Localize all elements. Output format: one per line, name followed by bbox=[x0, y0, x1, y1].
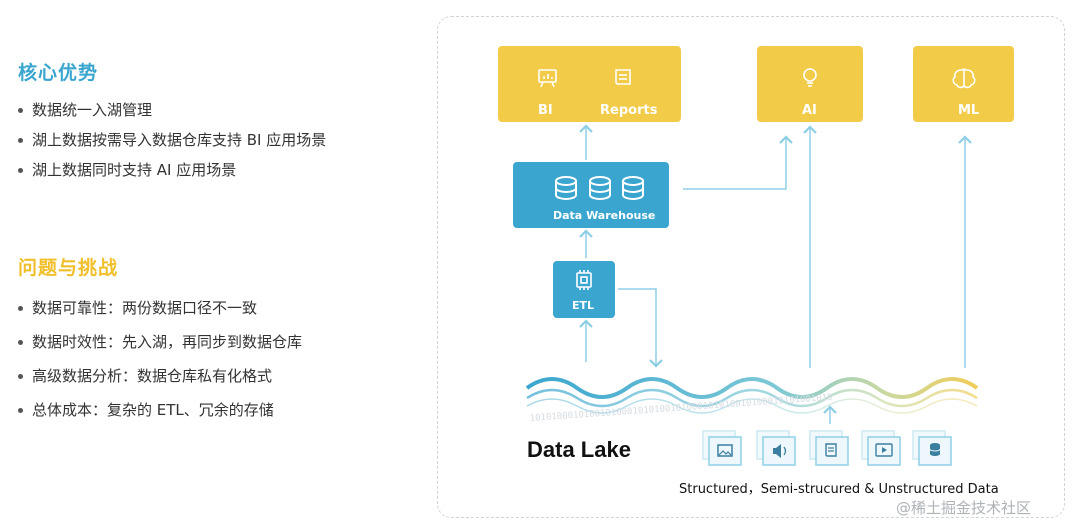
document-file-icon bbox=[809, 430, 849, 466]
reports-label: Reports bbox=[600, 103, 658, 118]
data-lake-label: Data Lake bbox=[527, 437, 631, 462]
watermark: @稀土掘金技术社区 bbox=[896, 499, 1032, 517]
bi-reports-box bbox=[498, 46, 681, 122]
audio-file-icon bbox=[756, 430, 796, 466]
ai-label: AI bbox=[802, 103, 817, 118]
database-file-icon bbox=[912, 430, 952, 466]
challenges-title: 问题与挑战 bbox=[18, 257, 119, 279]
advantages-title: 核心优势 bbox=[18, 62, 99, 84]
advantages-list: 数据统一入湖管理 湖上数据按需导入数据仓库支持 BI 应用场景 湖上数据同时支持… bbox=[16, 99, 326, 189]
architecture-panel bbox=[437, 16, 1065, 518]
list-item: 总体成本：复杂的 ETL、冗余的存储 bbox=[16, 399, 302, 433]
image-file-icon bbox=[702, 430, 742, 466]
brain-icon bbox=[952, 68, 976, 89]
chip-icon bbox=[576, 270, 592, 290]
warehouse-label: Data Warehouse bbox=[553, 209, 656, 222]
chart-board-icon bbox=[538, 69, 557, 88]
list-item: 湖上数据同时支持 AI 应用场景 bbox=[16, 159, 326, 189]
file-types-label: Structured，Semi-strucured & Unstructured… bbox=[679, 482, 999, 497]
flow-arrows bbox=[579, 124, 972, 424]
lightbulb-icon bbox=[803, 68, 817, 87]
video-file-icon bbox=[861, 430, 901, 466]
list-item: 数据可靠性：两份数据口径不一致 bbox=[16, 297, 302, 331]
file-type-icons bbox=[702, 430, 952, 466]
ai-box bbox=[757, 46, 863, 122]
ml-label: ML bbox=[958, 103, 980, 118]
list-item: 数据时效性：先入湖，再同步到数据仓库 bbox=[16, 331, 302, 365]
bi-label: BI bbox=[538, 103, 553, 118]
list-item: 数据统一入湖管理 bbox=[16, 99, 326, 129]
etl-label: ETL bbox=[572, 299, 595, 312]
data-lake-waves bbox=[525, 377, 979, 414]
database-icon bbox=[555, 176, 644, 200]
list-item: 高级数据分析：数据仓库私有化格式 bbox=[16, 365, 302, 399]
list-item: 湖上数据按需导入数据仓库支持 BI 应用场景 bbox=[16, 129, 326, 159]
challenges-list: 数据可靠性：两份数据口径不一致 数据时效性：先入湖，再同步到数据仓库 高级数据分… bbox=[16, 297, 302, 433]
scroll-icon bbox=[615, 69, 631, 85]
